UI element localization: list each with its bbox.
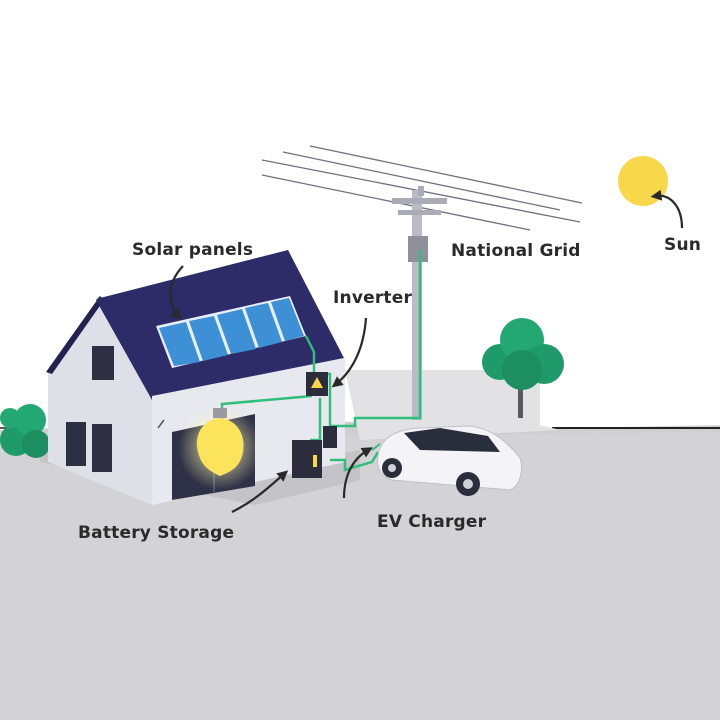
annotation-arrows	[169, 189, 684, 513]
label-inverter: Inverter	[333, 288, 413, 308]
sun-icon	[618, 156, 668, 206]
meter-box	[323, 426, 337, 448]
arrow-inverter	[331, 317, 368, 388]
label-ev-charger: EV Charger	[377, 512, 487, 532]
solar-panels	[156, 296, 306, 368]
electric-car-icon	[371, 425, 523, 496]
label-battery-storage: Battery Storage	[78, 523, 235, 543]
label-solar-panels: Solar panels	[132, 240, 254, 260]
bush-icon	[0, 404, 50, 458]
utility-pole-icon	[392, 186, 447, 420]
inverter-box	[306, 372, 328, 396]
battery-storage-unit	[292, 440, 322, 478]
arrow-ev	[342, 447, 373, 499]
arrow-battery	[231, 470, 289, 513]
arrow-solar	[169, 265, 184, 321]
tree-icon	[482, 318, 564, 418]
arrow-sun	[650, 189, 684, 229]
label-national-grid: National Grid	[451, 241, 581, 261]
label-sun: Sun	[664, 235, 702, 255]
light-bulb-icon	[178, 406, 262, 490]
